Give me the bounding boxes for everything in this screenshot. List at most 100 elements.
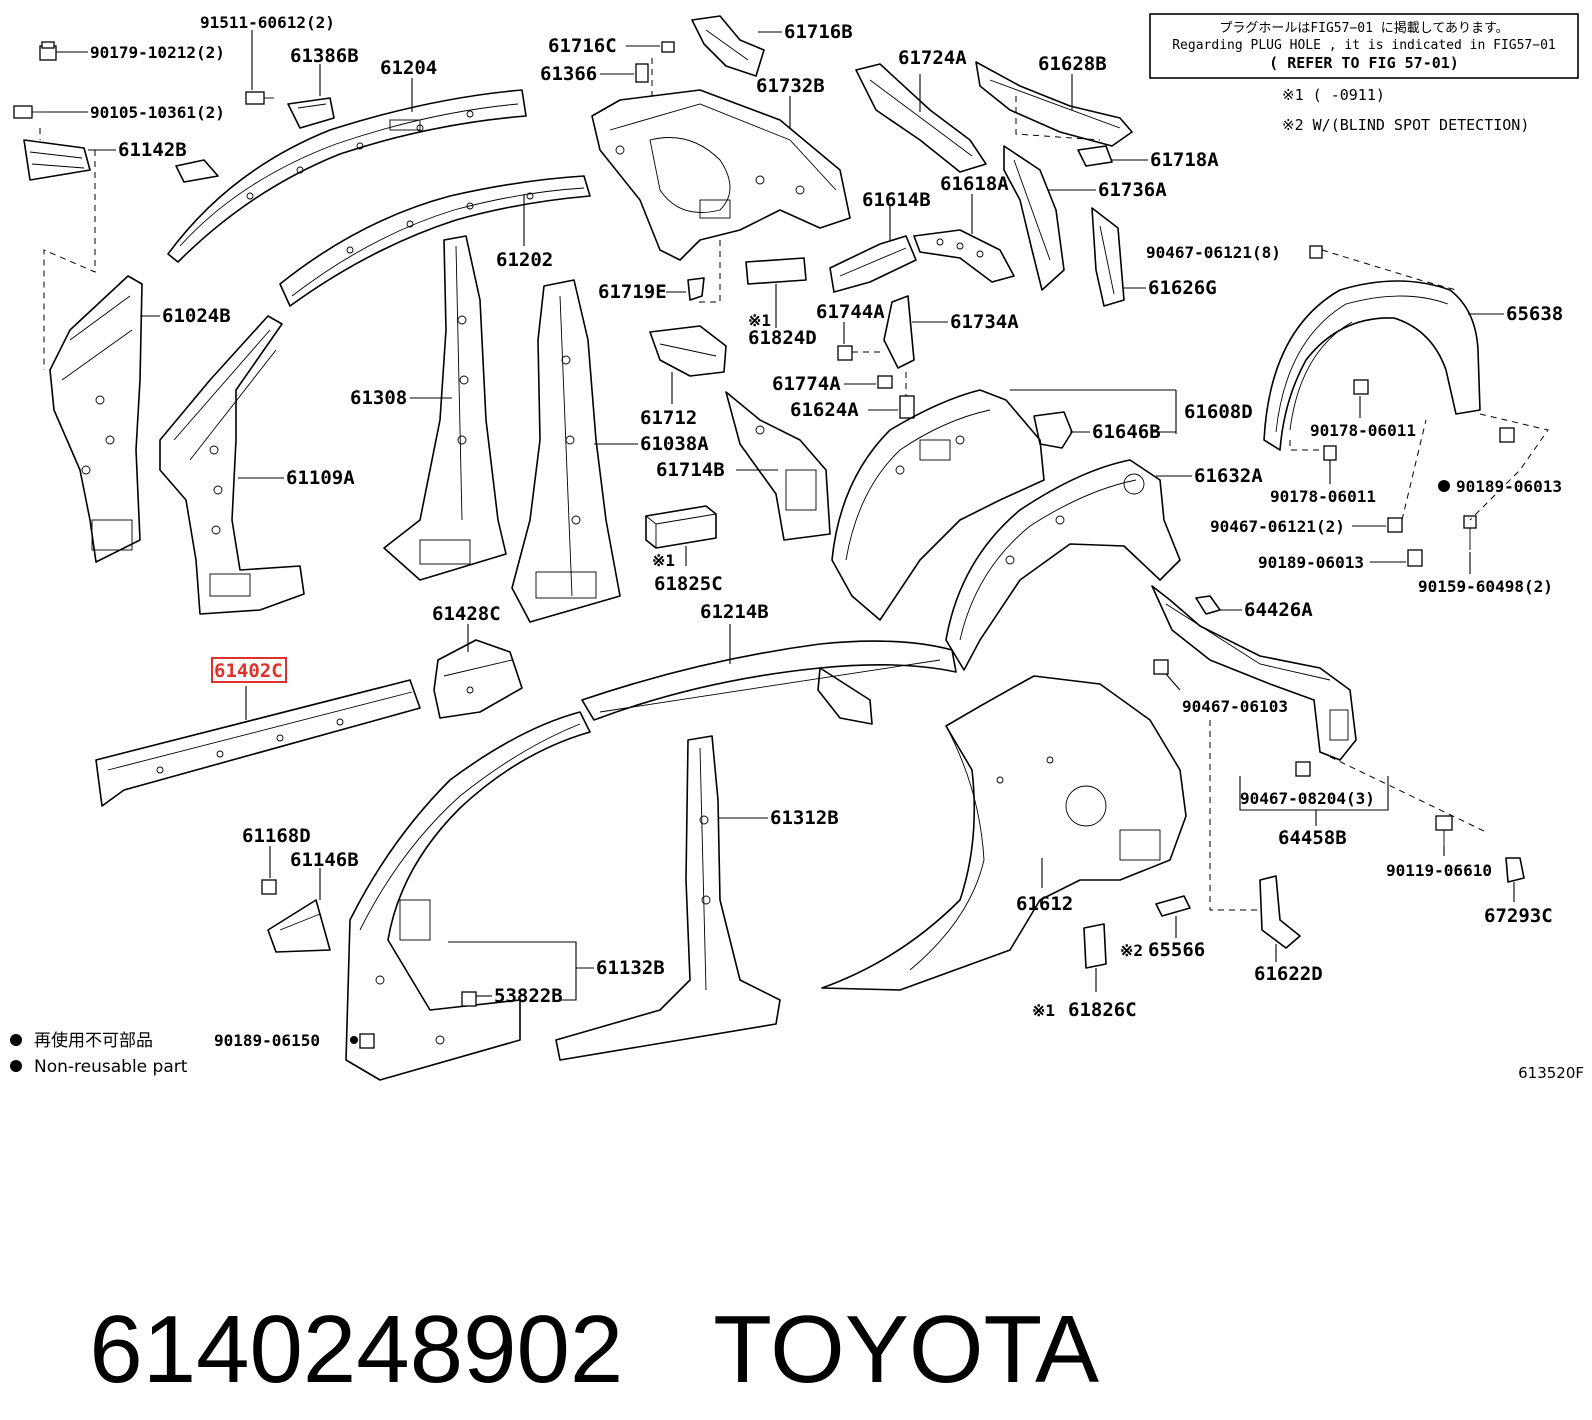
brand-name: TOYOTA — [713, 1296, 1100, 1403]
figure-id: 613520F — [1518, 1064, 1584, 1082]
label-53822B: 53822B — [494, 985, 563, 1007]
part-61204 — [167, 89, 527, 263]
label-61632A: 61632A — [1194, 465, 1263, 487]
part-61038A — [511, 279, 621, 623]
fastener-90178-06011-a — [1353, 379, 1369, 395]
part-61724A — [855, 63, 987, 173]
fastener-90467-08204 — [1295, 761, 1311, 777]
label-61744A: 61744A — [816, 301, 885, 323]
fastener-90189-06150 — [350, 1033, 375, 1049]
part-61736A — [1003, 145, 1065, 291]
fastener-90159-60498 — [1463, 515, 1477, 550]
label-90467-06121-2: 90467-06121(2) — [1210, 517, 1345, 536]
label-61825C: 61825C — [654, 573, 723, 595]
highlight-box — [211, 657, 287, 683]
part-61608D — [831, 389, 1045, 621]
label-90119-06610: 90119-06610 — [1386, 861, 1492, 880]
label-61628B: 61628B — [1038, 53, 1107, 75]
label-64426A: 64426A — [1244, 599, 1313, 621]
label-90178-06011-a: 90178-06011 — [1310, 421, 1416, 440]
fastener-90467-06121-8 — [1309, 245, 1323, 259]
part-61774A — [877, 375, 893, 389]
part-61626G — [1091, 207, 1125, 307]
label-61608D: 61608D — [1184, 401, 1253, 423]
label-90189-06013-a: 90189-06013 — [1456, 477, 1562, 496]
label-61366: 61366 — [540, 63, 597, 85]
part-61146B — [267, 899, 331, 953]
part-61646B — [1033, 411, 1073, 449]
fastener-90105 — [13, 105, 44, 119]
label-61824D: 61824D — [748, 327, 817, 349]
label-90467-06121-8: 90467-06121(8) — [1146, 243, 1281, 262]
label-61826C: 61826C — [1068, 999, 1137, 1021]
label-61132B: 61132B — [596, 957, 665, 979]
label-90467-08204: 90467-08204(3) — [1240, 789, 1375, 808]
part-61428C — [433, 639, 523, 719]
label-61774A: 61774A — [772, 373, 841, 395]
part-65566 — [1155, 895, 1191, 917]
label-61612: 61612 — [1016, 893, 1073, 915]
mark-2-65566: ※2 — [1120, 941, 1143, 960]
part-64426A — [1195, 595, 1221, 615]
part-61716B — [691, 15, 765, 77]
part-61825C — [645, 505, 717, 549]
label-61428C: 61428C — [432, 603, 501, 625]
part-61718A — [1077, 145, 1113, 167]
note-box: プラグホールはFIG57−01 に掲載してあります。 Regarding PLU… — [1149, 13, 1579, 79]
label-65566: 65566 — [1148, 939, 1205, 961]
legend-dot-jp — [10, 1034, 22, 1046]
part-61024B — [49, 275, 143, 563]
label-61618A: 61618A — [940, 173, 1009, 195]
legend-dot-en — [10, 1060, 22, 1072]
note-refer: ( REFER TO FIG 57-01) — [1269, 54, 1459, 72]
part-number: 6140248902 — [89, 1296, 624, 1403]
label-61718A: 61718A — [1150, 149, 1219, 171]
part-61734A — [883, 295, 915, 369]
part-61312B — [555, 735, 781, 1061]
fastener-90467-06121-2 — [1387, 517, 1403, 533]
part-53822B — [461, 991, 477, 1007]
part-61202 — [279, 175, 591, 307]
label-61622D: 61622D — [1254, 963, 1323, 985]
part-61618A — [913, 229, 1015, 283]
label-61038A: 61038A — [640, 433, 709, 455]
part-61624A — [899, 395, 915, 419]
note-plug-hole-jp: プラグホールはFIG57−01 に掲載してあります。 — [1219, 20, 1508, 36]
label-61024B: 61024B — [162, 305, 231, 327]
label-61214B: 61214B — [700, 601, 769, 623]
label-61626G: 61626G — [1148, 277, 1217, 299]
fastener-90119-06610 — [1435, 815, 1453, 846]
legend-en: Non-reusable part — [34, 1057, 188, 1077]
label-61386B: 61386B — [290, 45, 359, 67]
legend: 再使用不可部品 Non-reusable part — [10, 1030, 188, 1077]
label-61109A: 61109A — [286, 467, 355, 489]
part-61628B — [975, 61, 1133, 147]
part-61214B — [581, 640, 957, 725]
label-90189-06013-b: 90189-06013 — [1258, 553, 1364, 572]
label-90179-10212: 90179-10212(2) — [90, 43, 225, 62]
label-90189-06150: 90189-06150 — [214, 1031, 320, 1050]
label-61624A: 61624A — [790, 399, 859, 421]
note-plug-hole-en: Regarding PLUG HOLE , it is indicated in… — [1172, 38, 1556, 53]
label-61142B: 61142B — [118, 139, 187, 161]
label-90178-06011-b: 90178-06011 — [1270, 487, 1376, 506]
label-61312B: 61312B — [770, 807, 839, 829]
label-61712: 61712 — [640, 407, 697, 429]
part-61744A — [837, 345, 853, 361]
part-61168D — [261, 879, 277, 895]
legend-jp: 再使用不可部品 — [34, 1030, 153, 1051]
part-67293C — [1505, 857, 1525, 883]
label-61204: 61204 — [380, 57, 437, 79]
part-61622D — [1259, 875, 1301, 949]
label-61402C[interactable]: 61402C — [214, 660, 283, 682]
part-61824D — [745, 257, 807, 285]
label-61146B: 61146B — [290, 849, 359, 871]
fastener-90189-06013-a — [1438, 427, 1515, 492]
label-61736A: 61736A — [1098, 179, 1167, 201]
label-61734A: 61734A — [950, 311, 1019, 333]
part-61612 — [821, 675, 1187, 991]
mark-1-61824D: ※1 — [748, 311, 771, 330]
part-61714B — [725, 391, 831, 541]
fastener-90179 — [39, 41, 57, 61]
note-2: ※2 W/(BLIND SPOT DETECTION) — [1282, 116, 1529, 134]
